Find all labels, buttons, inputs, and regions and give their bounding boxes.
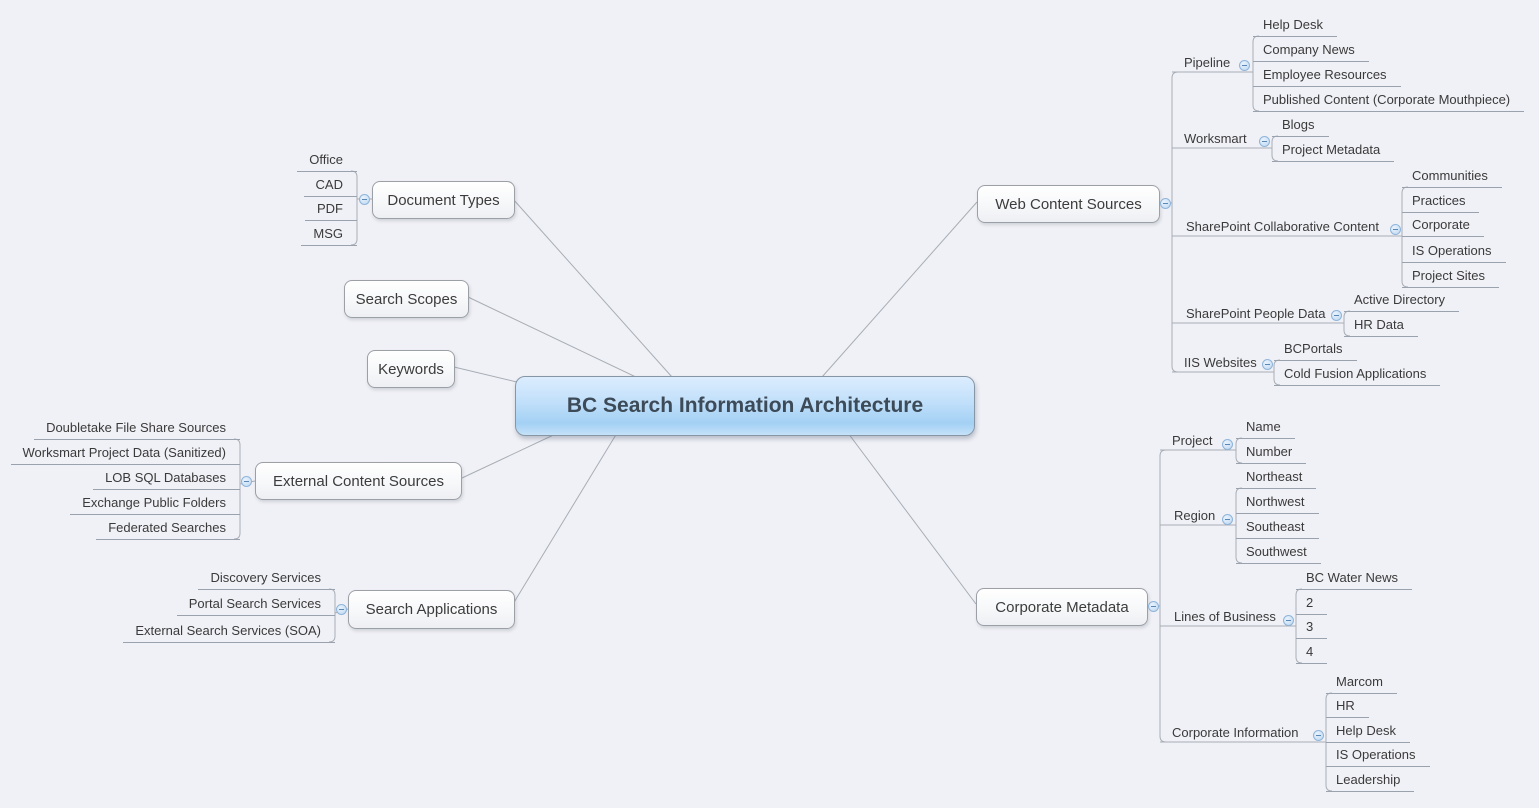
central-topic[interactable]: BC Search Information Architecture	[515, 376, 975, 436]
subtopic-corporate-information[interactable]: Corporate Information	[1172, 725, 1299, 740]
collapse-icon[interactable]	[1331, 310, 1342, 321]
leaf-hr-data[interactable]: HR Data	[1344, 317, 1418, 337]
leaf-published-content[interactable]: Published Content (Corporate Mouthpiece)	[1253, 92, 1525, 112]
subtopic-sharepoint-people-data[interactable]: SharePoint People Data	[1186, 306, 1326, 321]
leaf-worksmart-project-data[interactable]: Worksmart Project Data (Sanitized)	[10, 445, 240, 465]
leaf-northwest[interactable]: Northwest	[1236, 494, 1319, 514]
collapse-icon[interactable]	[1259, 136, 1270, 147]
collapse-icon[interactable]	[1283, 615, 1294, 626]
leaf-communities[interactable]: Communities	[1402, 168, 1502, 188]
collapse-icon[interactable]	[1239, 60, 1250, 71]
leaf-discovery-services[interactable]: Discovery Services	[198, 570, 335, 590]
leaf-is-operations[interactable]: IS Operations	[1402, 243, 1506, 263]
collapse-icon[interactable]	[359, 194, 370, 205]
subtopic-lines-of-business[interactable]: Lines of Business	[1174, 609, 1276, 624]
subtopic-sharepoint-collaborative-content[interactable]: SharePoint Collaborative Content	[1186, 219, 1379, 234]
leaf-number[interactable]: Number	[1236, 444, 1307, 464]
leaf-project-sites[interactable]: Project Sites	[1402, 268, 1499, 288]
topic-web-content-sources[interactable]: Web Content Sources	[977, 185, 1160, 223]
topic-corporate-metadata[interactable]: Corporate Metadata	[976, 588, 1148, 626]
subtopic-worksmart[interactable]: Worksmart	[1184, 131, 1247, 146]
leaf-bc-water-news[interactable]: BC Water News	[1296, 570, 1412, 590]
leaf-help-desk[interactable]: Help Desk	[1253, 17, 1337, 37]
leaf-exchange-public-folders[interactable]: Exchange Public Folders	[70, 495, 240, 515]
leaf-leadership[interactable]: Leadership	[1326, 772, 1415, 792]
collapse-icon[interactable]	[1160, 198, 1171, 209]
leaf-external-search-services-soa[interactable]: External Search Services (SOA)	[123, 623, 335, 643]
topic-search-scopes[interactable]: Search Scopes	[344, 280, 469, 318]
leaf-hr[interactable]: HR	[1326, 698, 1369, 718]
leaf-federated-searches[interactable]: Federated Searches	[96, 520, 240, 540]
leaf-corporate[interactable]: Corporate	[1402, 217, 1484, 237]
leaf-company-news[interactable]: Company News	[1253, 42, 1369, 62]
leaf-southwest[interactable]: Southwest	[1236, 544, 1321, 564]
leaf-lob-2[interactable]: 2	[1296, 595, 1328, 615]
leaf-employee-resources[interactable]: Employee Resources	[1253, 67, 1401, 87]
leaf-cold-fusion-applications[interactable]: Cold Fusion Applications	[1274, 366, 1441, 386]
subtopic-pipeline[interactable]: Pipeline	[1184, 55, 1231, 70]
collapse-icon[interactable]	[241, 476, 252, 487]
leaf-lob-4[interactable]: 4	[1296, 644, 1328, 664]
collapse-icon[interactable]	[1262, 359, 1273, 370]
leaf-southeast[interactable]: Southeast	[1236, 519, 1319, 539]
leaf-active-directory[interactable]: Active Directory	[1344, 292, 1460, 312]
leaf-office[interactable]: Office	[297, 152, 357, 172]
topic-external-content-sources[interactable]: External Content Sources	[255, 462, 462, 500]
leaf-pdf[interactable]: PDF	[305, 201, 357, 221]
collapse-icon[interactable]	[1148, 601, 1159, 612]
leaf-northeast[interactable]: Northeast	[1236, 469, 1317, 489]
leaf-portal-search-services[interactable]: Portal Search Services	[176, 596, 335, 616]
subtopic-project[interactable]: Project	[1172, 433, 1213, 448]
subtopic-region[interactable]: Region	[1174, 508, 1216, 523]
leaf-practices[interactable]: Practices	[1402, 193, 1480, 213]
collapse-icon[interactable]	[336, 604, 347, 615]
leaf-lob-3[interactable]: 3	[1296, 619, 1328, 639]
leaf-ci-help-desk[interactable]: Help Desk	[1326, 723, 1410, 743]
subtopic-iis-websites[interactable]: IIS Websites	[1184, 355, 1257, 370]
leaf-blogs[interactable]: Blogs	[1272, 117, 1329, 137]
topic-search-applications[interactable]: Search Applications	[348, 590, 515, 629]
leaf-doubletake-file-share-sources[interactable]: Doubletake File Share Sources	[34, 420, 240, 440]
topic-keywords[interactable]: Keywords	[367, 350, 455, 388]
collapse-icon[interactable]	[1222, 514, 1233, 525]
collapse-icon[interactable]	[1313, 730, 1324, 741]
topic-document-types[interactable]: Document Types	[372, 181, 515, 219]
leaf-ci-is-operations[interactable]: IS Operations	[1326, 747, 1430, 767]
collapse-icon[interactable]	[1390, 224, 1401, 235]
leaf-marcom[interactable]: Marcom	[1326, 674, 1397, 694]
leaf-msg[interactable]: MSG	[301, 226, 357, 246]
leaf-lob-sql-databases[interactable]: LOB SQL Databases	[93, 470, 240, 490]
leaf-name[interactable]: Name	[1236, 419, 1295, 439]
leaf-project-metadata[interactable]: Project Metadata	[1272, 142, 1395, 162]
leaf-cad[interactable]: CAD	[303, 177, 357, 197]
collapse-icon[interactable]	[1222, 439, 1233, 450]
leaf-bcportals[interactable]: BCPortals	[1274, 341, 1357, 361]
